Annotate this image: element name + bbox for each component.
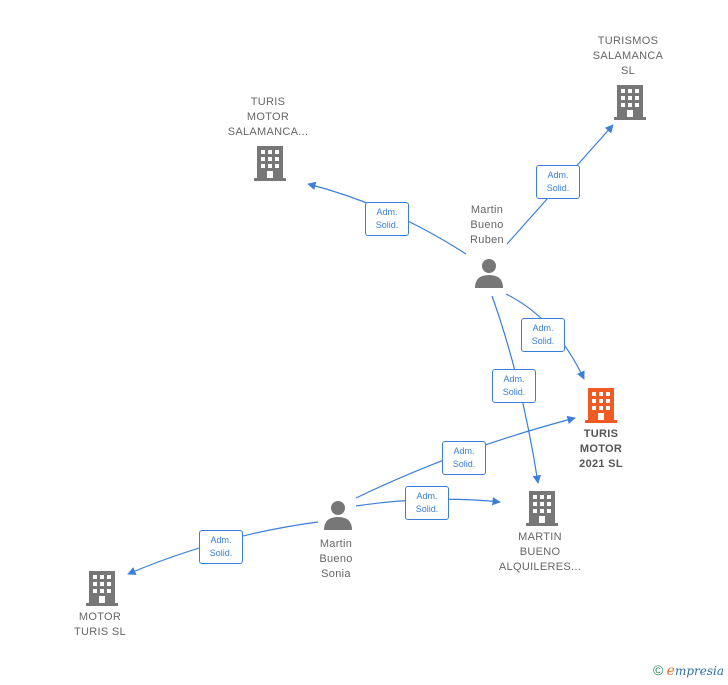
- node-label-turismos-salamanca[interactable]: TURISMOS SALAMANCA SL: [592, 35, 664, 77]
- brand-name: mpresia: [674, 664, 724, 678]
- edge-label-sonia-turis-motor-2021[interactable]: Adm. Solid.: [442, 441, 486, 475]
- edge-label-ruben-turis-motor-salamanca[interactable]: Adm. Solid.: [365, 202, 409, 236]
- building-icon[interactable]: [254, 145, 286, 181]
- node-label-martin-bueno-ruben[interactable]: Martin Bueno Ruben: [470, 204, 504, 246]
- node-label-martin-bueno-sonia[interactable]: Martin Bueno Sonia: [319, 538, 353, 580]
- edge-label-ruben-turis-motor-2021[interactable]: Adm. Solid.: [521, 318, 565, 352]
- node-label-turis-motor-2021[interactable]: TURIS MOTOR 2021 SL: [579, 428, 623, 470]
- node-label-turis-motor-salamanca[interactable]: TURIS MOTOR SALAMANCA...: [227, 96, 309, 138]
- building-icon[interactable]: [86, 570, 118, 606]
- node-label-motor-turis[interactable]: MOTOR TURIS SL: [74, 611, 126, 638]
- person-icon[interactable]: [474, 258, 504, 288]
- edge-label-ruben-martin-bueno-alquileres[interactable]: Adm. Solid.: [492, 369, 536, 403]
- building-icon[interactable]: [614, 84, 646, 120]
- edge-label-sonia-martin-bueno-alquileres[interactable]: Adm. Solid.: [405, 486, 449, 520]
- building-icon[interactable]: [526, 490, 558, 526]
- person-icon[interactable]: [323, 500, 353, 530]
- edge-label-ruben-turismos-salamanca[interactable]: Adm. Solid.: [536, 165, 580, 199]
- edge-label-sonia-motor-turis[interactable]: Adm. Solid.: [199, 530, 243, 564]
- copyright-symbol: ©: [652, 662, 664, 678]
- node-label-martin-bueno-alquileres[interactable]: MARTIN BUENO ALQUILERES...: [498, 531, 582, 573]
- brand-initial: e: [666, 663, 675, 679]
- brand-watermark: © empresia: [653, 662, 724, 679]
- building-icon-highlighted[interactable]: [585, 387, 617, 423]
